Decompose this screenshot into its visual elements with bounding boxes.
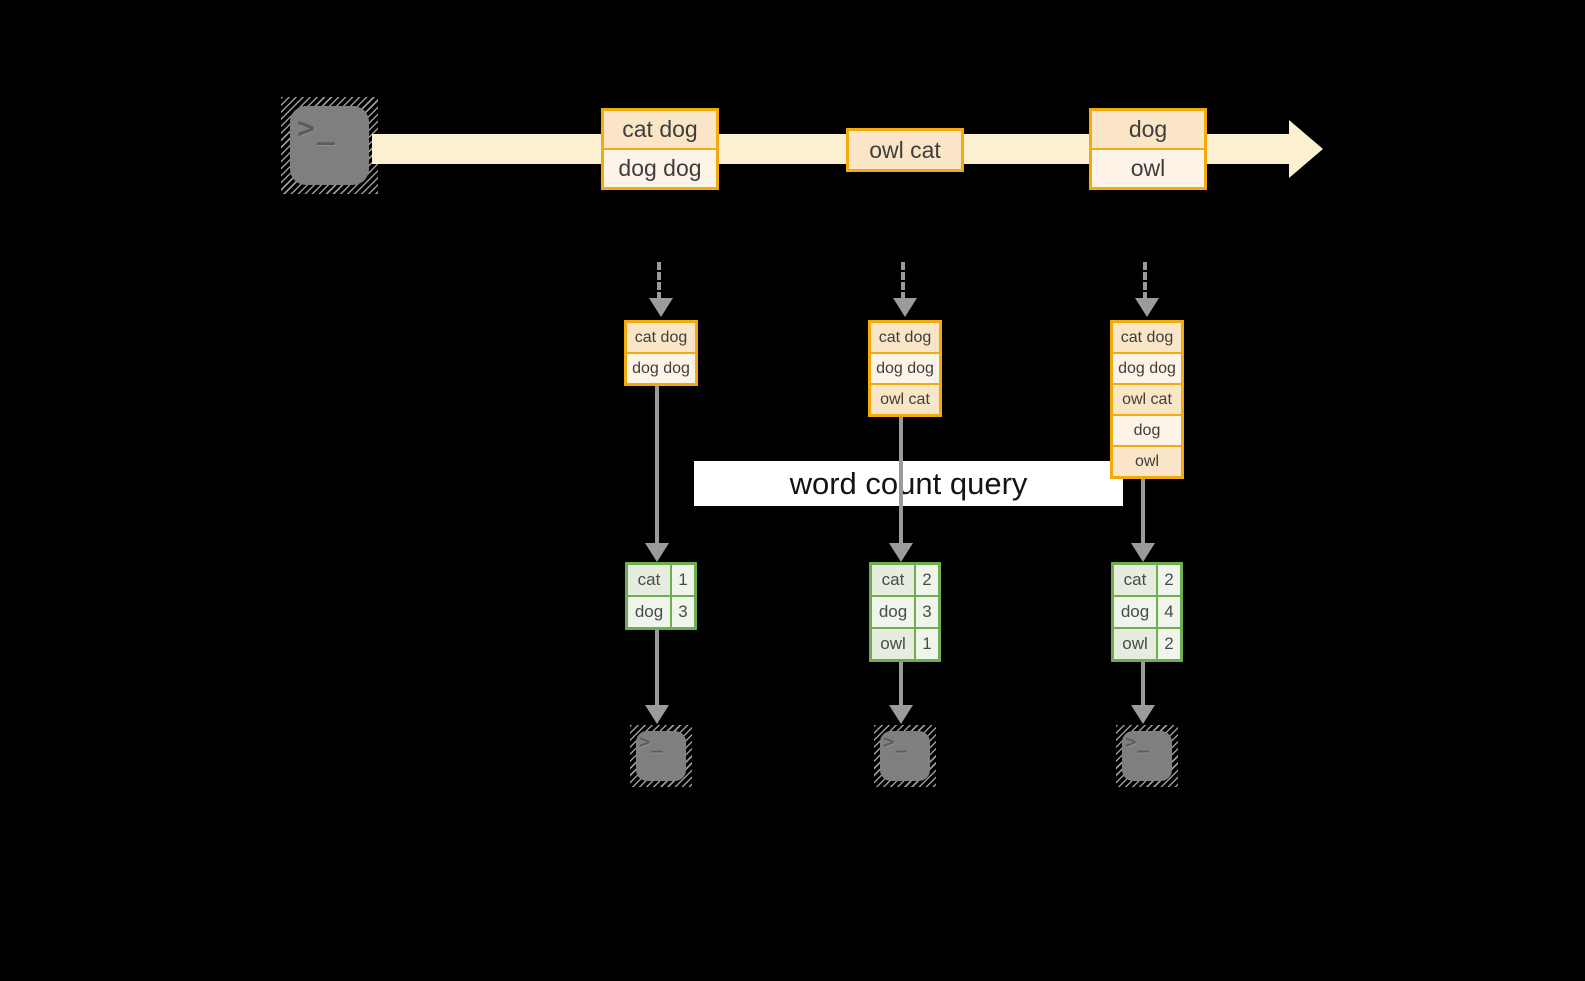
query-arrowhead-icon [889,543,913,562]
count-table-1: cat 1 dog 3 [625,562,697,630]
count-table-2: cat 2 dog 3 owl 1 [869,562,941,662]
query-label-box: word count query [694,461,1123,506]
terminal-screen [880,731,930,781]
terminal-prompt-glyph: >_ [297,111,338,146]
table-row: owl 2 [1114,627,1180,659]
table-row: cat 2 [1114,565,1180,595]
buffer-row: dog dog [627,352,695,383]
record-buffer-1: cat dog dog dog [624,320,698,386]
sink-terminal-icon: >_ [630,725,692,787]
sink-arrowhead-icon [1131,705,1155,724]
event-row: dog [1092,111,1204,148]
buffer-row: cat dog [627,323,695,352]
word-cell: cat [628,565,670,595]
query-arrowhead-icon [1131,543,1155,562]
count-cell: 1 [670,565,694,595]
word-cell: owl [1114,629,1156,659]
buffer-row: owl [1113,445,1181,476]
ingest-arrowhead-icon [1135,298,1159,317]
stream-event-2: owl cat [846,128,964,172]
sink-arrow-line [655,630,659,705]
count-cell: 3 [670,597,694,627]
sink-arrowhead-icon [645,705,669,724]
word-cell: dog [628,597,670,627]
sink-arrow-line [1141,662,1145,705]
ingest-arrow-line [657,262,661,300]
word-cell: dog [872,597,914,627]
table-row: cat 1 [628,565,694,595]
count-cell: 1 [914,629,938,659]
stream-arrowhead-icon [1289,120,1323,178]
event-row: dog dog [604,148,716,187]
terminal-prompt-glyph: >_ [639,731,664,753]
event-row: owl cat [849,131,961,169]
buffer-row: cat dog [1113,323,1181,352]
word-cell: cat [1114,565,1156,595]
table-row: cat 2 [872,565,938,595]
buffer-row: dog dog [871,352,939,383]
buffer-row: owl cat [1113,383,1181,414]
table-row: dog 3 [628,595,694,627]
count-table-3: cat 2 dog 4 owl 2 [1111,562,1183,662]
query-arrow-line [899,417,903,543]
query-arrow-line [1141,479,1145,543]
terminal-screen [290,106,369,185]
table-row: owl 1 [872,627,938,659]
count-cell: 2 [1156,629,1180,659]
stream-event-1: cat dog dog dog [601,108,719,190]
ingest-arrowhead-icon [649,298,673,317]
stream-event-3: dog owl [1089,108,1207,190]
terminal-prompt-glyph: >_ [883,731,908,753]
word-cell: dog [1114,597,1156,627]
ingest-arrow-line [901,262,905,300]
terminal-screen [636,731,686,781]
buffer-row: dog [1113,414,1181,445]
buffer-row: dog dog [1113,352,1181,383]
ingest-arrow-line [1143,262,1147,300]
sink-terminal-icon: >_ [1116,725,1178,787]
buffer-row: owl cat [871,383,939,414]
record-buffer-3: cat dog dog dog owl cat dog owl [1110,320,1184,479]
count-cell: 2 [914,565,938,595]
query-arrowhead-icon [645,543,669,562]
buffer-row: cat dog [871,323,939,352]
count-cell: 2 [1156,565,1180,595]
sink-terminal-icon: >_ [874,725,936,787]
sink-arrow-line [899,662,903,705]
terminal-screen [1122,731,1172,781]
terminal-prompt-glyph: >_ [1125,731,1150,753]
word-cell: owl [872,629,914,659]
query-label: word count query [789,465,1028,501]
event-row: owl [1092,148,1204,187]
source-terminal-icon: >_ [281,97,378,194]
query-arrow-line [655,386,659,543]
ingest-arrowhead-icon [893,298,917,317]
count-cell: 4 [1156,597,1180,627]
word-cell: cat [872,565,914,595]
table-row: dog 3 [872,595,938,627]
record-buffer-2: cat dog dog dog owl cat [868,320,942,417]
sink-arrowhead-icon [889,705,913,724]
table-row: dog 4 [1114,595,1180,627]
count-cell: 3 [914,597,938,627]
event-row: cat dog [604,111,716,148]
